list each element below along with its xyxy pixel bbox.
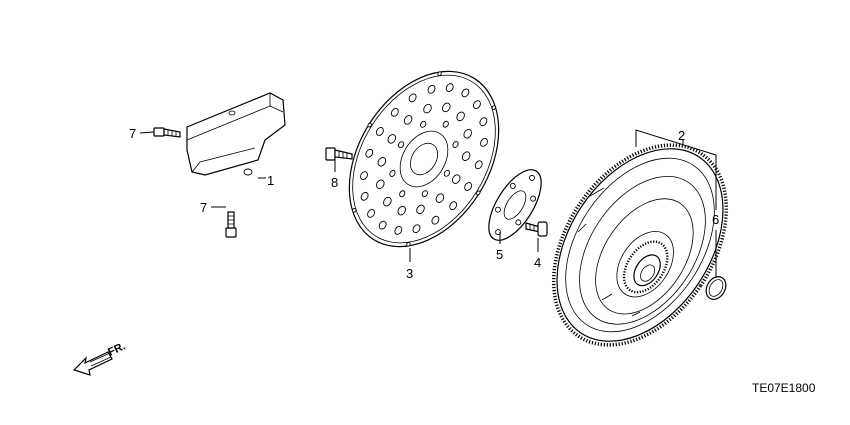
drive-plate-hole bbox=[464, 182, 473, 191]
drive-plate-hole bbox=[367, 209, 375, 218]
drive-plate-rim-hole bbox=[476, 190, 481, 196]
drive-plate-hole bbox=[473, 100, 481, 109]
drive-plate-hole bbox=[423, 103, 432, 114]
callout-7-upper: 7 bbox=[129, 126, 136, 141]
callout-1: 1 bbox=[267, 173, 274, 188]
drive-plate-hole bbox=[427, 84, 436, 94]
callout-6: 6 bbox=[712, 212, 719, 227]
drive-plate-rim-hole bbox=[406, 241, 411, 247]
drive-plate-hole bbox=[461, 151, 471, 161]
callout-8: 8 bbox=[331, 175, 338, 190]
bolt-8 bbox=[325, 147, 353, 161]
drive-plate-hole bbox=[389, 170, 396, 177]
drive-plate-hole bbox=[377, 157, 387, 167]
bolt-7-upper bbox=[153, 127, 181, 138]
drive-plate-hole bbox=[390, 107, 399, 117]
spacer-plate bbox=[488, 169, 542, 241]
drive-plate-hole bbox=[442, 120, 449, 128]
drive-plate-hole bbox=[452, 141, 459, 148]
bolt-7-lower bbox=[225, 211, 237, 238]
drive-plate-hole bbox=[365, 148, 374, 158]
drive-plate-hole bbox=[479, 117, 488, 127]
drive-plate-hole bbox=[421, 190, 428, 198]
drive-plate-hole bbox=[360, 171, 368, 180]
drive-plate-hole bbox=[403, 115, 413, 125]
drive-plate-hole bbox=[463, 129, 472, 139]
drive-plate-hole bbox=[376, 179, 385, 189]
diagram-code: TE07E1800 bbox=[752, 381, 816, 395]
front-direction-arrow: FR. bbox=[72, 340, 127, 376]
callout-3: 3 bbox=[406, 266, 413, 281]
drive-plate bbox=[348, 70, 500, 248]
torque-converter bbox=[551, 143, 729, 347]
drive-plate-hole bbox=[412, 224, 421, 234]
drive-plate-hole bbox=[360, 191, 369, 201]
drive-plate-hole bbox=[456, 111, 465, 122]
drive-plate-hole bbox=[480, 138, 488, 147]
drive-plate-hole bbox=[442, 102, 451, 113]
callout-5: 5 bbox=[496, 247, 503, 262]
drive-plate-rim-hole bbox=[352, 207, 357, 213]
drive-plate-hole bbox=[397, 205, 406, 216]
drive-plate-hole bbox=[451, 174, 461, 184]
callout-4: 4 bbox=[534, 255, 541, 270]
cover-plate bbox=[186, 92, 286, 176]
drive-plate-hole bbox=[431, 215, 440, 225]
drive-plate-hole bbox=[387, 134, 397, 144]
drive-plate-hole bbox=[394, 226, 403, 235]
callout-7-lower: 7 bbox=[200, 200, 207, 215]
drive-plate-rim-hole bbox=[437, 71, 442, 77]
fr-label: FR. bbox=[106, 340, 127, 358]
drive-plate-rim-hole bbox=[491, 105, 496, 111]
drive-plate-hole bbox=[449, 201, 458, 211]
drive-plate-hole bbox=[443, 169, 450, 177]
drive-plate-hole bbox=[383, 196, 392, 207]
drive-plate-hole bbox=[420, 120, 427, 128]
drive-plate-hole bbox=[399, 190, 406, 198]
drive-plate-hole bbox=[461, 88, 470, 98]
bolt-4 bbox=[525, 221, 548, 237]
drive-plate-rim-hole bbox=[367, 122, 372, 128]
drive-plate-hole bbox=[408, 93, 417, 103]
drive-plate-hole bbox=[435, 193, 445, 203]
drive-plate-hole bbox=[445, 83, 454, 92]
drive-plate-hole bbox=[416, 204, 425, 215]
drive-plate-hole bbox=[474, 160, 483, 170]
drive-plate-hole bbox=[378, 220, 387, 230]
o-ring bbox=[705, 276, 727, 300]
drive-plate-hole bbox=[375, 127, 384, 136]
drive-plate-hole bbox=[398, 141, 405, 149]
leader-lines bbox=[139, 129, 717, 278]
callout-2: 2 bbox=[678, 128, 685, 143]
